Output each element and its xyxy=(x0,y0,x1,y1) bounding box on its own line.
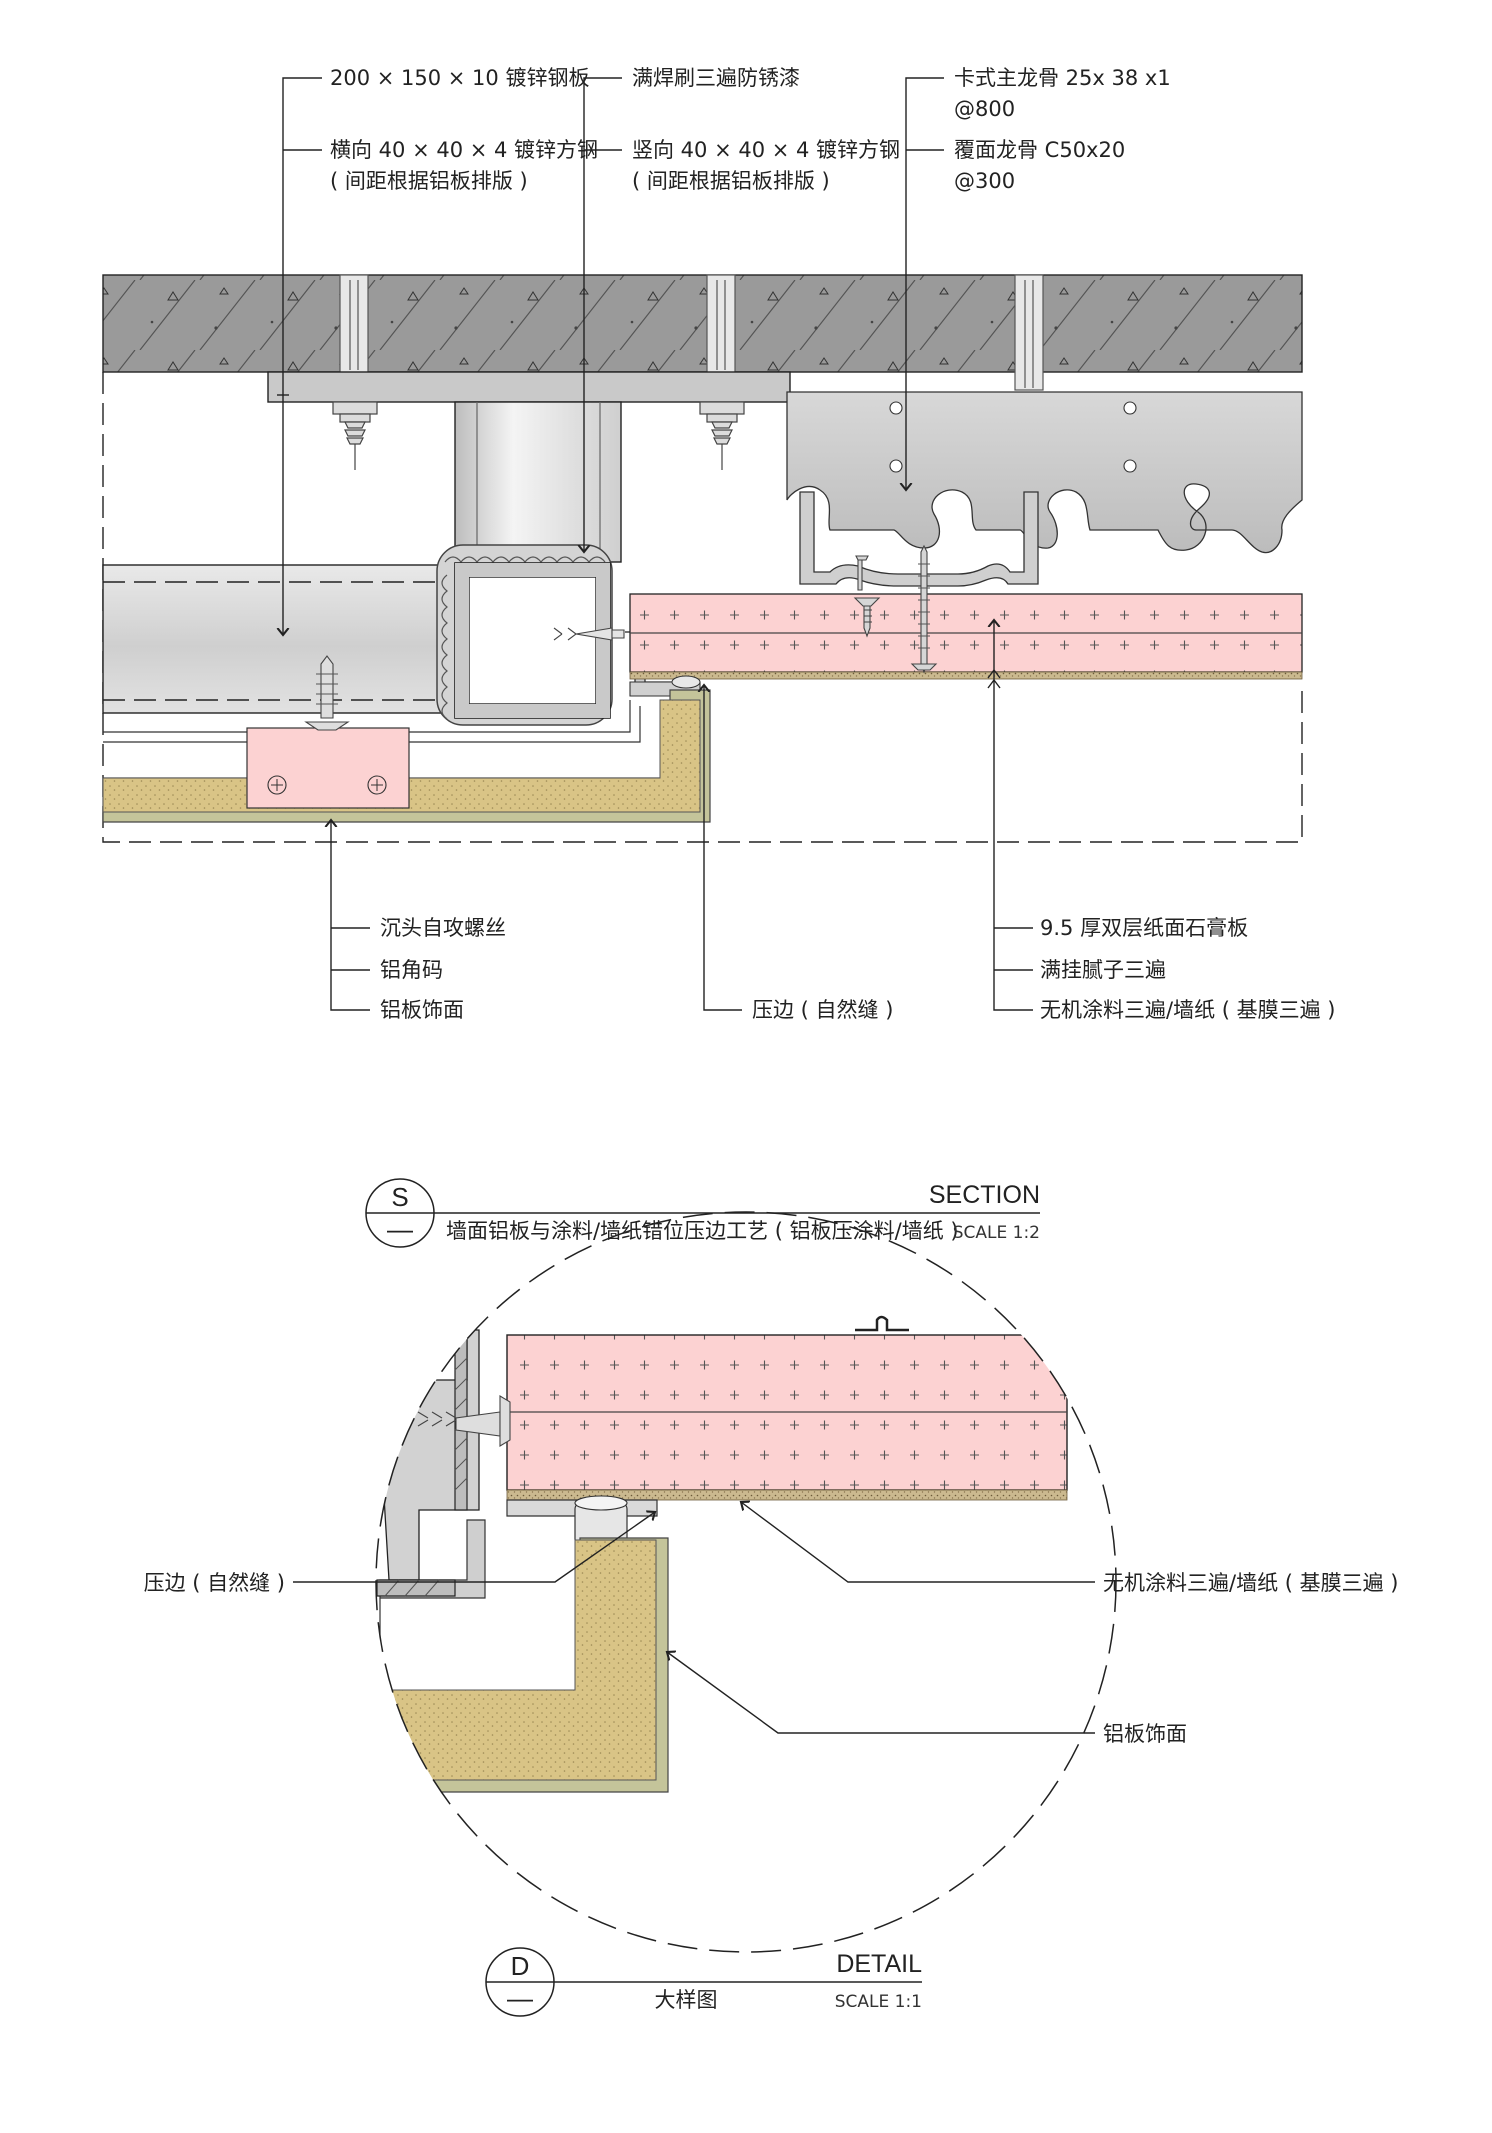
section-type: SECTION xyxy=(929,1181,1040,1209)
label-main-keel: 卡式主龙骨 25x 38 x1 xyxy=(954,66,1171,90)
label-coating: 无机涂料三遍/墙纸 ( 基膜三遍 ) xyxy=(1040,998,1336,1022)
detail-label-coating: 无机涂料三遍/墙纸 ( 基膜三遍 ) xyxy=(1103,1571,1399,1595)
detail-type: DETAIL xyxy=(836,1950,922,1978)
label-gypsum-board: 9.5 厚双层纸面石膏板 xyxy=(1040,916,1248,940)
detail-label-edge-strip: 压边 ( 自然缝 ) xyxy=(144,1571,285,1595)
label-weld: 满焊刷三遍防锈漆 xyxy=(632,66,800,90)
detail-coating-layer xyxy=(506,1489,1068,1501)
bolt-nuts xyxy=(332,401,745,470)
section-drawing: 200 × 150 × 10 镀锌钢板 横向 40 × 40 × 4 镀锌方钢 … xyxy=(102,66,1336,1022)
leader-lines-bottom xyxy=(331,620,1033,1011)
label-cover-keel-spacing: @300 xyxy=(954,169,1015,193)
label-cover-keel: 覆面龙骨 C50x20 xyxy=(954,138,1125,162)
label-vertical-tube-note: ( 间距根据铝板排版 ) xyxy=(632,169,830,193)
leader-lines-top xyxy=(277,77,944,635)
detail-edge-strip xyxy=(506,1495,658,1546)
galvanized-steel-plate xyxy=(267,371,791,403)
self-tapping-screw xyxy=(553,627,625,641)
section-symbol-sheet: — xyxy=(387,1214,413,1244)
detail-symbol-sheet: — xyxy=(507,1983,533,2013)
detail-title-block: D — DETAIL 大样图 SCALE 1:1 xyxy=(485,1947,922,2017)
main-keel xyxy=(786,391,1303,554)
label-aluminium-panel: 铝板饰面 xyxy=(380,998,464,1022)
section-symbol-letter: S xyxy=(391,1182,408,1212)
label-steel-plate: 200 × 150 × 10 镀锌钢板 xyxy=(330,66,589,90)
section-title: 墙面铝板与涂料/墙纸错位压边工艺 ( 铝板压涂料/墙纸 ) xyxy=(446,1219,959,1243)
detail-screw xyxy=(403,1395,511,1447)
detail-title: 大样图 xyxy=(655,1988,718,2012)
detail-drawing: 压边 ( 自然缝 ) 无机涂料三遍/墙纸 ( 基膜三遍 ) 铝板饰面 xyxy=(144,1211,1399,1953)
gypsum-board xyxy=(629,593,1303,673)
coating-layer xyxy=(629,671,1303,680)
detail-scale: SCALE 1:1 xyxy=(835,1992,922,2012)
aluminium-angle-code xyxy=(246,727,410,809)
cover-keel xyxy=(799,491,1039,587)
countersunk-screw xyxy=(304,655,350,731)
label-horizontal-tube: 横向 40 × 40 × 4 镀锌方钢 xyxy=(330,138,598,162)
section-scale: SCALE 1:2 xyxy=(953,1223,1040,1243)
label-vertical-tube: 竖向 40 × 40 × 4 镀锌方钢 xyxy=(632,138,900,162)
anchor-bolts xyxy=(339,274,1044,391)
label-main-keel-spacing: @800 xyxy=(954,97,1015,121)
horizontal-steel-tube xyxy=(102,564,459,714)
label-horizontal-tube-note: ( 间距根据铝板排版 ) xyxy=(330,169,528,193)
label-countersunk-screw: 沉头自攻螺丝 xyxy=(380,916,506,940)
drywall-screws xyxy=(853,544,938,674)
detail-symbol-letter: D xyxy=(511,1951,530,1981)
label-edge-strip: 压边 ( 自然缝 ) xyxy=(752,998,893,1022)
label-aluminium-angle: 铝角码 xyxy=(380,958,443,982)
label-putty: 满挂腻子三遍 xyxy=(1040,958,1166,982)
vertical-steel-tube xyxy=(454,401,622,563)
section-title-block: S — SECTION 墙面铝板与涂料/墙纸错位压边工艺 ( 铝板压涂料/墙纸 … xyxy=(365,1178,1040,1248)
detail-label-aluminium-panel: 铝板饰面 xyxy=(1103,1722,1187,1746)
